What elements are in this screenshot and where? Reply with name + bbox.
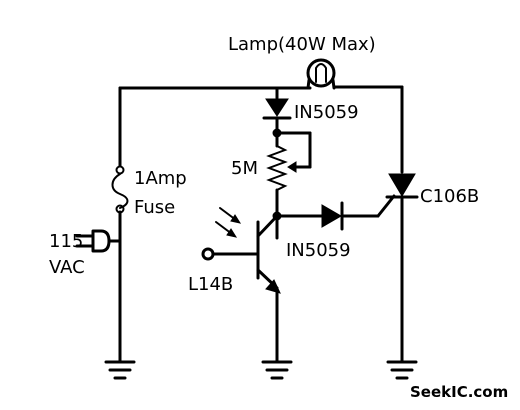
light-rays-icon: [215, 207, 242, 238]
power-plug-symbol: [75, 229, 122, 253]
ground-left: [104, 360, 136, 380]
lamp-symbol: [306, 58, 336, 90]
ground-center: [261, 360, 293, 380]
potentiometer-symbol: [266, 131, 312, 191]
lamp-label: Lamp(40W Max): [228, 34, 376, 55]
transistor-label: L14B: [188, 274, 233, 295]
scr-symbol: [385, 173, 419, 199]
diode-top-label: IN5059: [294, 102, 359, 123]
top-rail-wire: [118, 85, 404, 90]
scr-label: C106B: [420, 186, 479, 207]
diode-mid-symbol: [321, 201, 344, 231]
phototransistor-symbol: [211, 214, 281, 364]
fuse-rating-label: 1Amp: [134, 168, 187, 189]
supply-unit-label: VAC: [49, 257, 85, 278]
diode-mid-label: IN5059: [286, 240, 351, 261]
fuse-label: Fuse: [134, 197, 175, 218]
watermark-text: SeekIC.com: [410, 383, 508, 401]
fuse-symbol: [111, 165, 129, 214]
supply-voltage-label: 115: [49, 231, 83, 252]
ground-right: [386, 360, 418, 380]
base-terminal: [201, 247, 215, 261]
gate-path-wire: [275, 194, 396, 218]
diode-top-symbol: [262, 98, 292, 120]
potentiometer-label: 5M: [231, 158, 258, 179]
